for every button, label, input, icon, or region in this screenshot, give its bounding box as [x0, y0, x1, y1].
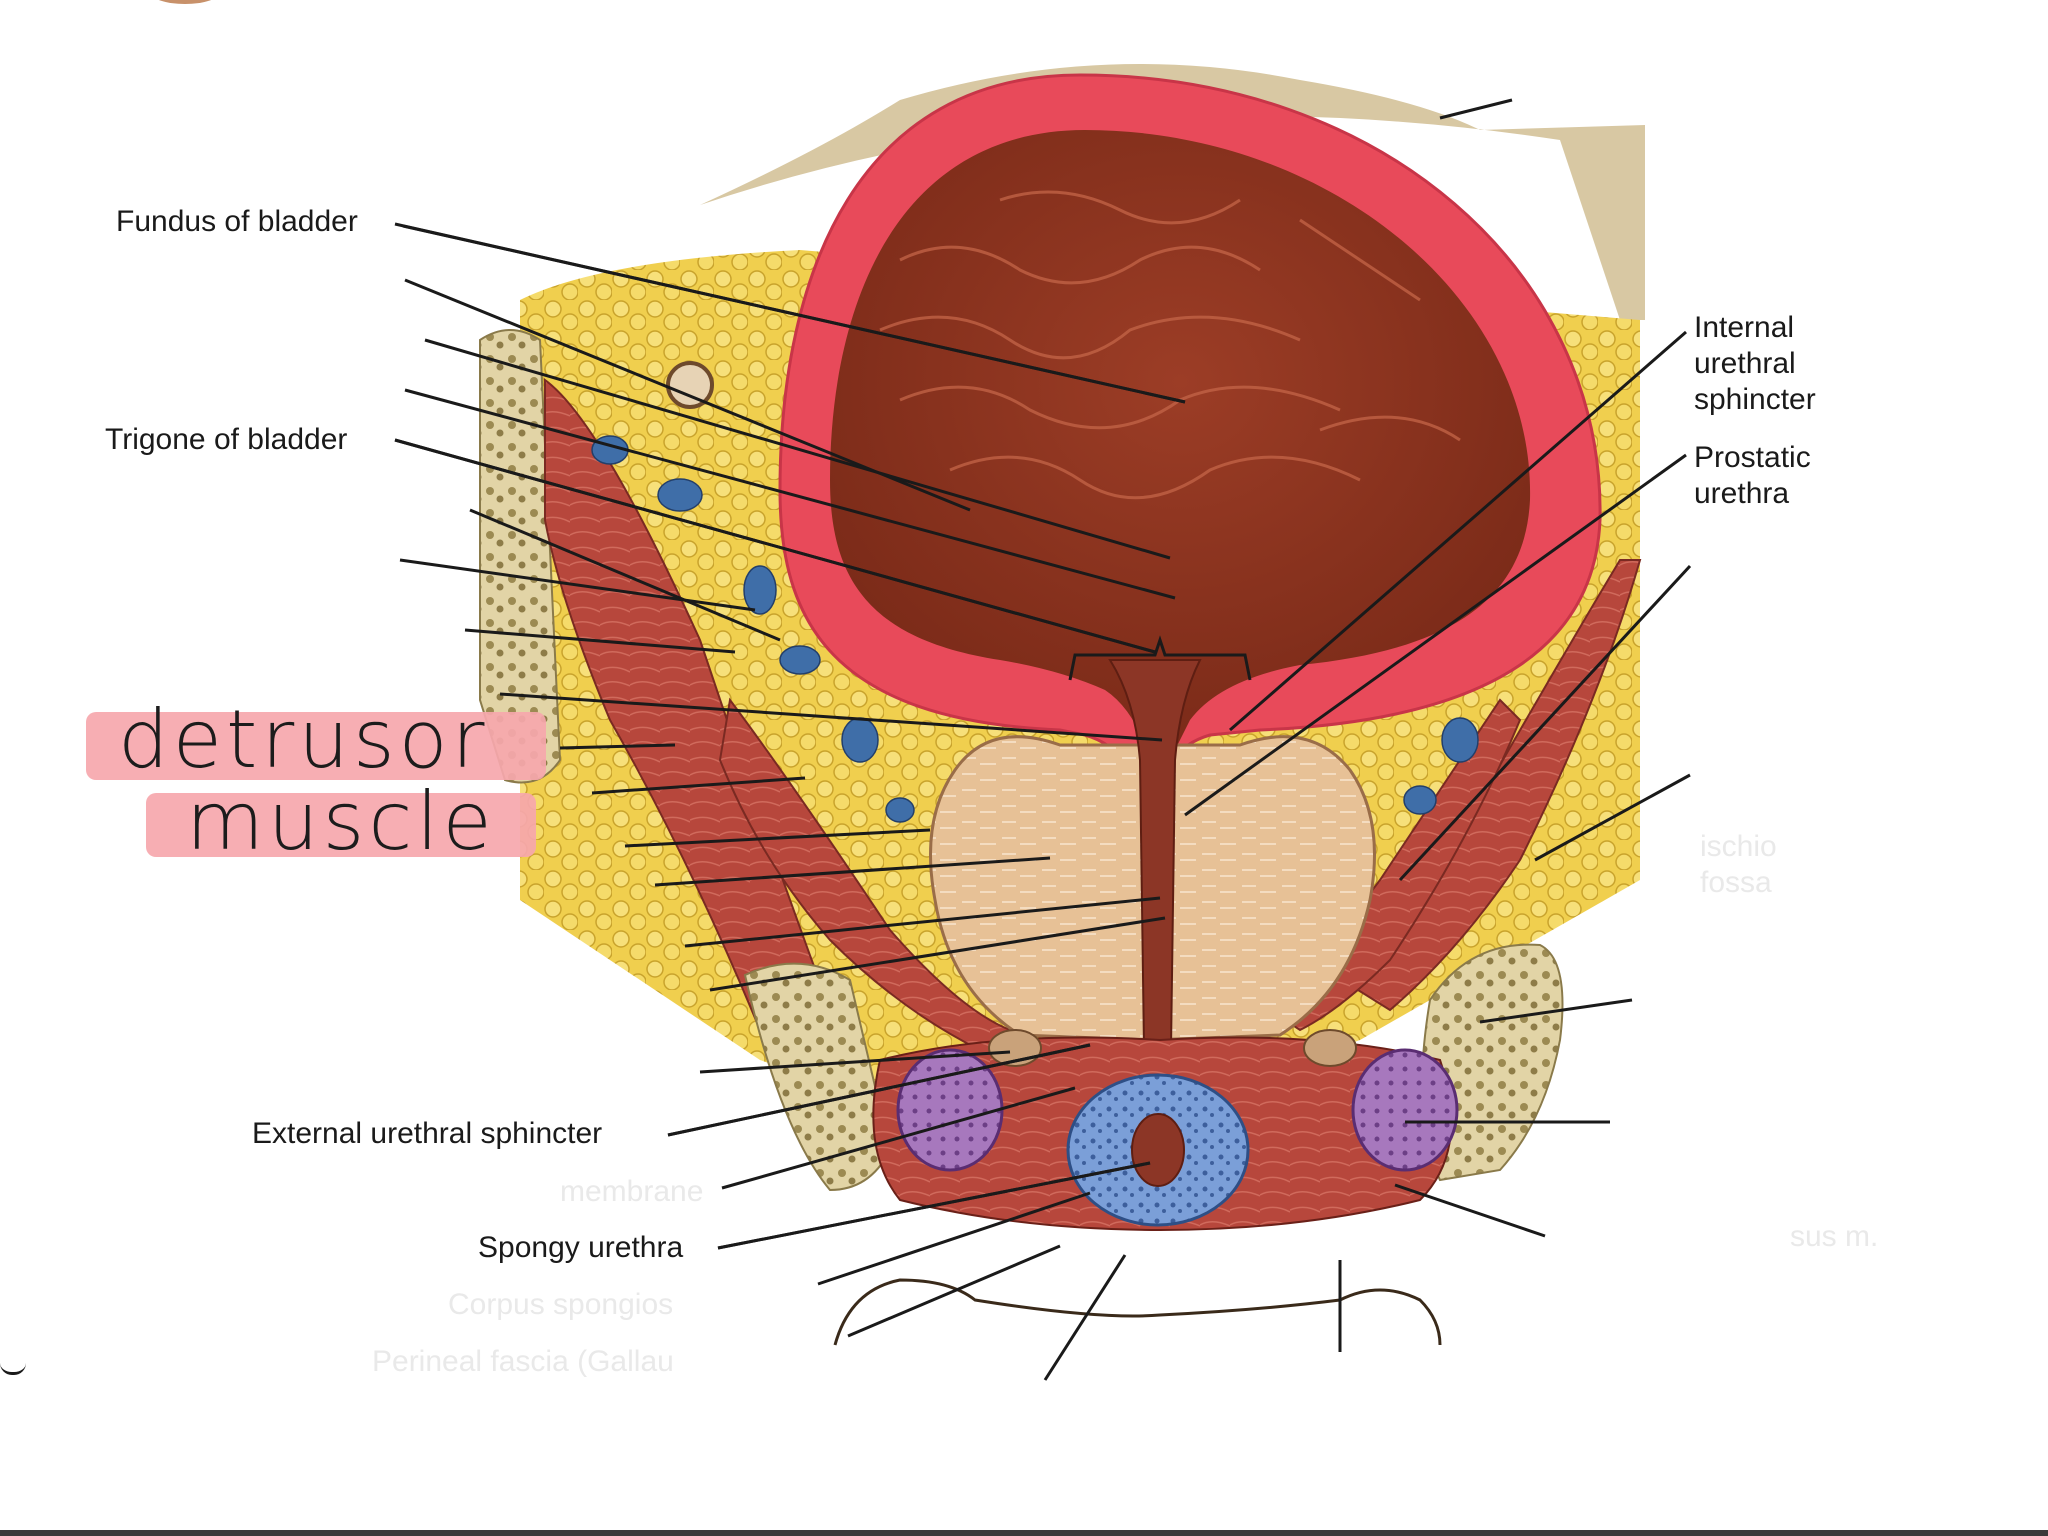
faded-label-ischio: ischio [1700, 830, 1777, 863]
spongy-urethra-lumen [1131, 1113, 1185, 1187]
faded-label-sus: sus m. [1790, 1220, 1879, 1253]
annotation-muscle: muscle [186, 775, 496, 868]
annotation-detrusor: detrusor [118, 693, 489, 786]
right-crus [1351, 1048, 1459, 1172]
label-external-urethral-sphincter: External urethral sphincter [252, 1117, 603, 1150]
label-trigone-of-bladder: Trigone of bladder [105, 423, 348, 456]
faded-label-corpus: Corpus spongios [448, 1288, 674, 1321]
artery-cross-section [666, 361, 714, 409]
left-pubic-bone [479, 329, 562, 784]
bladder-lumen [830, 130, 1531, 760]
label-spongy-urethra: Spongy urethra [478, 1231, 684, 1264]
left-ischial-bone [743, 962, 892, 1192]
corner-signature [0, 1352, 26, 1375]
corner-blob [150, 0, 220, 4]
trigone-bracket [1068, 635, 1252, 681]
faded-label-membrane: membrane [560, 1175, 704, 1208]
highlight-detrusor [86, 712, 546, 780]
faded-label-perineal: Perineal fascia (Gallau [372, 1345, 674, 1378]
bottom-edge-bar [0, 1530, 2048, 1536]
bladder-rugae [879, 190, 1461, 500]
right-bulbourethral-gland [1303, 1029, 1357, 1067]
leader-lines-right [1184, 98, 1692, 1352]
highlight-muscle [146, 793, 536, 857]
label-fundus-of-bladder: Fundus of bladder [116, 205, 358, 238]
faded-label-fossa: fossa [1700, 866, 1772, 899]
label-prostatic-urethra: Prostatic urethra [1694, 441, 1811, 510]
label-internal-urethral-sphincter: Internal urethral sphincter [1694, 311, 1816, 416]
perineal-skin [833, 1278, 1442, 1346]
